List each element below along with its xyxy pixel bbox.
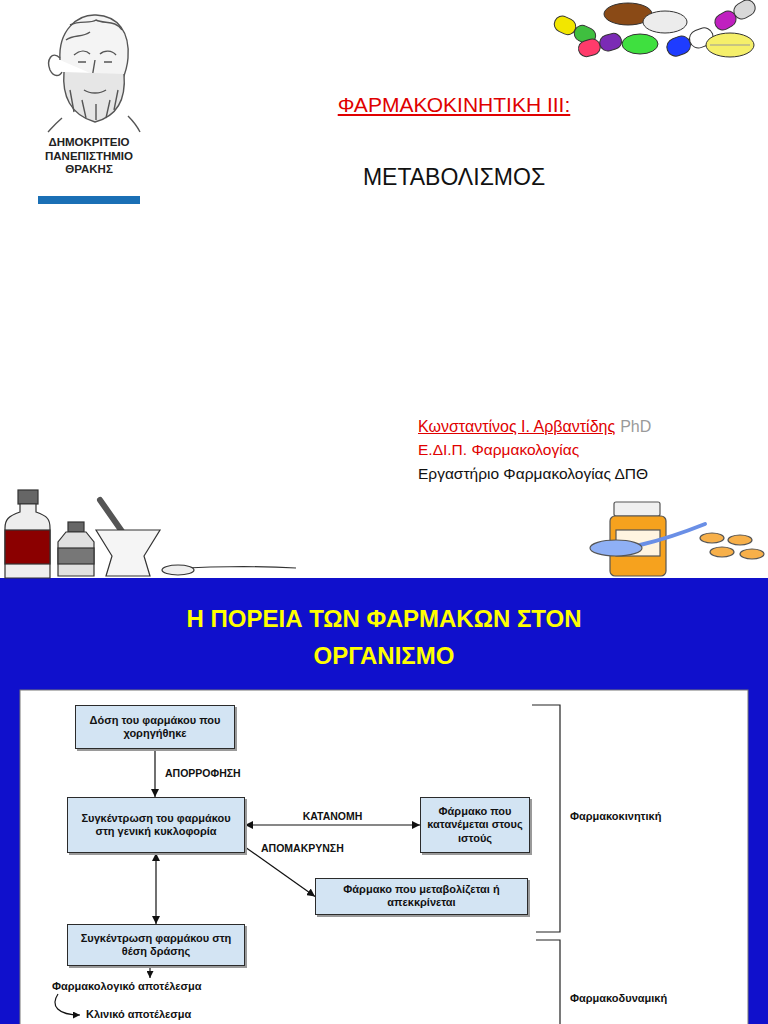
capsule-half xyxy=(731,0,758,22)
flow-arrow xyxy=(245,847,315,896)
process-box: Φάρμακο που κατανέμεται στους ιστούς xyxy=(420,797,530,853)
bracket-label: Φαρμακοδυναμική xyxy=(570,992,667,1004)
pill xyxy=(700,533,724,543)
beard xyxy=(64,72,125,122)
edge-label: ΑΠΟΡΡΟΦΗΣΗ xyxy=(163,767,243,779)
bracket-label: Φαρμακοκινητική xyxy=(570,810,661,822)
university-name: ΔΗΜΟΚΡΙΤΕΙΟ ΠΑΝΕΠΙΣΤΗΜΙΟ ΘΡΑΚΗΣ xyxy=(38,136,140,177)
tablet xyxy=(643,11,687,33)
box-text: Συγκέντρωση του φαρμάκου στη γενική κυκλ… xyxy=(74,812,238,839)
subtitle: ΜΕΤΑΒΟΛΙΣΜΟΣ xyxy=(254,164,654,191)
brows xyxy=(74,51,116,55)
tablet xyxy=(622,34,658,54)
small-bottle xyxy=(58,532,94,576)
slide-heading: Η ΠΟΡΕΙΑ ΤΩΝ ΦΑΡΜΑΚΩΝ ΣΤΟΝ ΟΡΓΑΝΙΣΜΟ xyxy=(124,600,644,674)
bottle xyxy=(5,504,50,578)
tablet xyxy=(706,33,754,57)
bracket xyxy=(532,705,560,932)
process-box: Δόση του φαρμάκου που χορηγήθηκε xyxy=(75,705,235,749)
capsule-half xyxy=(598,32,623,53)
figure-panel xyxy=(20,690,748,1024)
title-slide xyxy=(0,0,768,578)
flow-arrow xyxy=(155,853,156,924)
author-position: Ε.ΔΙ.Π. Φαρμακολογίας xyxy=(418,441,579,459)
flow-arrow xyxy=(245,824,420,825)
bottle-cap xyxy=(18,490,38,504)
ear xyxy=(49,55,62,75)
box-text: Δόση του φαρμάκου που χορηγήθηκε xyxy=(82,714,228,741)
pill xyxy=(728,535,752,545)
mortar xyxy=(96,530,160,576)
pill xyxy=(740,549,764,559)
jar-cap xyxy=(614,502,660,516)
capsule xyxy=(577,32,624,59)
capsule-half xyxy=(577,37,602,58)
edge-label: ΑΠΟΜΑΚΡΥΝΣΗ xyxy=(259,842,346,854)
box-text: Φάρμακο που κατανέμεται στους ιστούς xyxy=(427,805,523,845)
spoon-bowl xyxy=(162,565,194,575)
author-lab: Εργαστήριο Φαρμακολογίας ΔΠΘ xyxy=(418,465,648,483)
beard-strands xyxy=(70,90,118,120)
box-text: Συγκέντρωση φαρμάκου στη θέση δράσης xyxy=(74,932,238,959)
spoon-bowl xyxy=(590,540,642,556)
bottle-label xyxy=(5,530,50,564)
process-box: Φάρμακο που μεταβολίζεται ή απεκκρίνεται xyxy=(315,878,528,915)
jar-illustration xyxy=(590,502,764,576)
effect-label: Κλινικό αποτέλεσμα xyxy=(86,1008,191,1020)
effect-label: Φαρμακολογικό αποτέλεσμα xyxy=(52,980,202,992)
capsule xyxy=(712,0,758,33)
bottles-illustration xyxy=(5,490,296,578)
slide-title: ΦΑΡΜΑΚΟΚΙΝΗΤΙΚΗ ΙΙΙ: xyxy=(244,93,664,117)
author-name: Κωνσταντίνος Ι. Αρβαντίδης xyxy=(418,418,615,436)
process-box: Συγκέντρωση φαρμάκου στη θέση δράσης xyxy=(67,924,245,966)
spoon-handle xyxy=(640,524,705,545)
bottle-cap xyxy=(68,522,84,532)
box-text: Φάρμακο που μεταβολίζεται ή απεκκρίνεται xyxy=(322,883,521,910)
logo-bust xyxy=(48,15,140,132)
capsule-half xyxy=(664,34,693,59)
logo-bar xyxy=(38,196,140,204)
hair xyxy=(66,20,122,40)
pill xyxy=(710,547,734,557)
edge-label: ΚΑΤΑΝΟΜΗ xyxy=(301,810,365,822)
author-degree: PhD xyxy=(620,418,651,436)
clinical-arrow xyxy=(55,994,80,1015)
process-box: Συγκέντρωση του φαρμάκου στη γενική κυκλ… xyxy=(67,797,245,853)
bottle-label xyxy=(58,548,94,564)
flow-arrow xyxy=(154,749,155,797)
bracket xyxy=(536,940,560,1024)
effect-arrow xyxy=(149,968,150,978)
pills-illustration xyxy=(552,0,758,59)
tablet-score xyxy=(710,45,750,46)
shoulders xyxy=(48,116,140,132)
